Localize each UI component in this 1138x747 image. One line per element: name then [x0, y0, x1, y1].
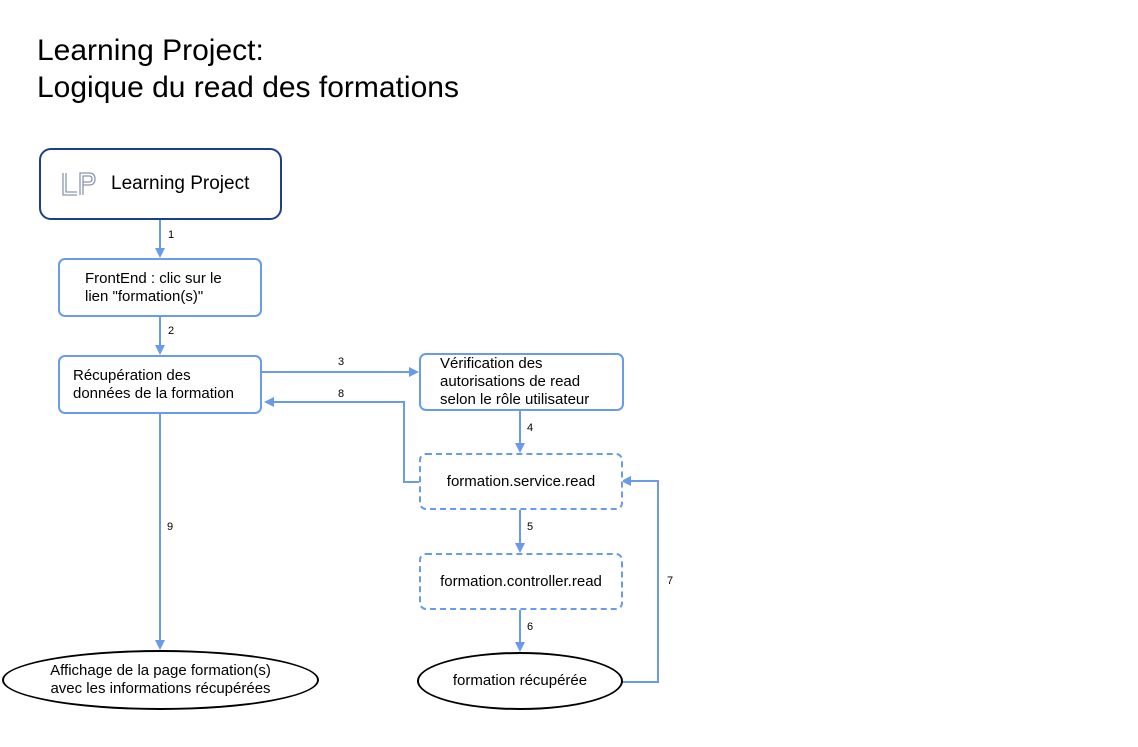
service-node: formation.service.read: [419, 453, 623, 510]
edge-label-5: 5: [527, 521, 533, 533]
frontend-node: FrontEnd : clic sur le lien "formation(s…: [58, 258, 262, 317]
edge-label-1: 1: [168, 229, 174, 241]
lp-logo-icon: [61, 171, 97, 197]
verification-line-3: selon le rôle utilisateur: [440, 391, 590, 408]
verification-line-1: Vérification des: [440, 355, 543, 372]
recuperee-label: formation récupérée: [452, 672, 588, 689]
frontend-line-2: lien "formation(s)": [85, 287, 204, 305]
recuperation-line-1: Récupération des: [73, 366, 191, 384]
title-line-2: Logique du read des formations: [37, 71, 459, 104]
edge-label-4: 4: [527, 422, 533, 434]
logo-text: Learning Project: [111, 173, 250, 194]
affichage-line-1: Affichage de la page formation(s): [50, 662, 271, 679]
edge-8: [264, 397, 419, 483]
edge-label-3: 3: [338, 356, 344, 368]
logo-node: Learning Project: [39, 148, 282, 220]
edge-7: [621, 476, 659, 683]
controller-label: formation.controller.read: [440, 572, 602, 590]
verification-node: Vérification des autorisations de read s…: [419, 353, 624, 411]
recuperation-node: Récupération des données de la formation: [58, 355, 262, 414]
edge-label-6: 6: [527, 621, 533, 633]
frontend-line-1: FrontEnd : clic sur le: [85, 269, 222, 287]
title-line-1: Learning Project:: [37, 34, 264, 67]
recuperee-node: formation récupérée: [417, 652, 623, 710]
affichage-line-2: avec les informations récupérées: [50, 680, 271, 697]
edge-label-9: 9: [167, 521, 173, 533]
recuperation-line-2: données de la formation: [73, 384, 234, 402]
controller-node: formation.controller.read: [419, 553, 623, 610]
service-label: formation.service.read: [446, 472, 596, 490]
edge-label-2: 2: [168, 325, 174, 337]
verification-line-2: autorisations de read: [440, 373, 581, 390]
page-title: Learning Project: Logique du read des fo…: [37, 32, 459, 106]
edge-label-7: 7: [667, 575, 673, 587]
affichage-node: Affichage de la page formation(s) avec l…: [2, 650, 319, 710]
edge-label-8: 8: [338, 388, 344, 400]
